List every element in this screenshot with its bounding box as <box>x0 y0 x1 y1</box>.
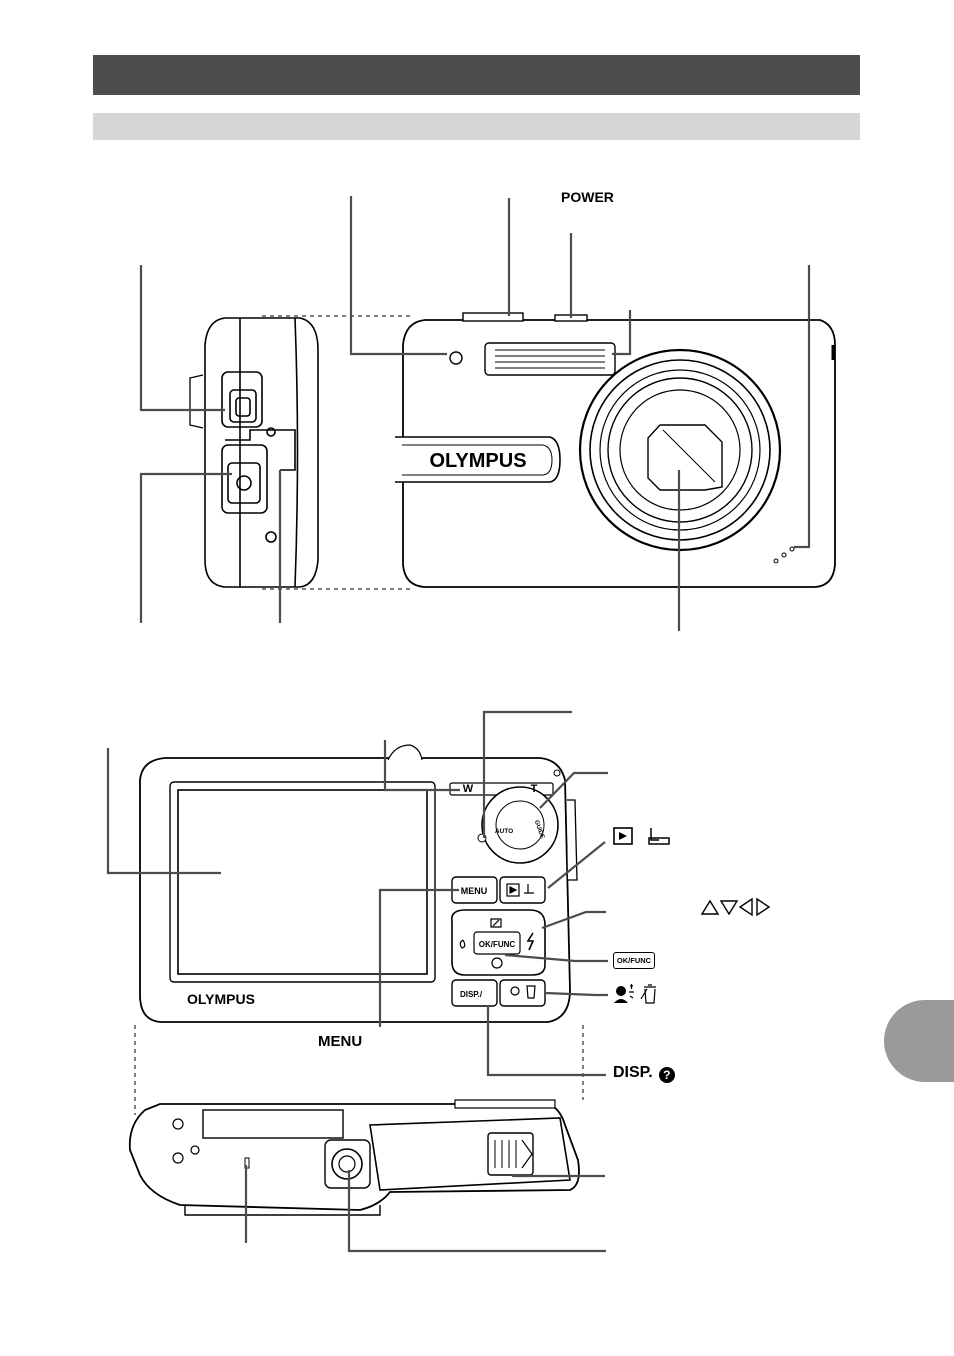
zoom-wide-label: W <box>463 783 474 795</box>
ok-func-label: OK/FUNC <box>613 952 655 969</box>
arrow-pad-icon <box>700 897 771 917</box>
camera-front-view <box>395 312 836 588</box>
shadow-erase-icons <box>614 984 656 1004</box>
subsection-header-bar <box>93 113 860 140</box>
camera-side-view <box>189 317 319 588</box>
shadow-adjust-icon <box>614 984 634 1003</box>
mode-auto-label: AUTO <box>495 828 513 835</box>
print-icon <box>648 828 670 845</box>
erase-icon <box>640 984 656 1004</box>
section-header-bar <box>93 55 860 95</box>
camera-back-view <box>139 744 578 1023</box>
playback-print-icons <box>613 827 670 845</box>
disp-button-label: DISP./ <box>460 990 483 999</box>
menu-label: MENU <box>318 1033 363 1050</box>
chapter-tab <box>884 1000 954 1082</box>
front-brand-logo: OLYMPUS <box>429 450 526 472</box>
help-icon: ? <box>658 1067 675 1083</box>
camera-bottom-view <box>128 1099 580 1216</box>
back-brand-logo: OLYMPUS <box>187 991 255 1007</box>
power-label: POWER <box>561 189 614 205</box>
callout-lines <box>106 196 811 1253</box>
disp-label: DISP.? <box>613 1064 675 1083</box>
disp-label-text: DISP. <box>613 1064 653 1081</box>
ok-func-button-label: OK/FUNC <box>479 940 516 949</box>
menu-button-label: MENU <box>461 886 488 896</box>
projection-lines <box>134 315 584 1115</box>
playback-icon <box>613 827 633 845</box>
zoom-tele-label: T <box>531 783 538 795</box>
